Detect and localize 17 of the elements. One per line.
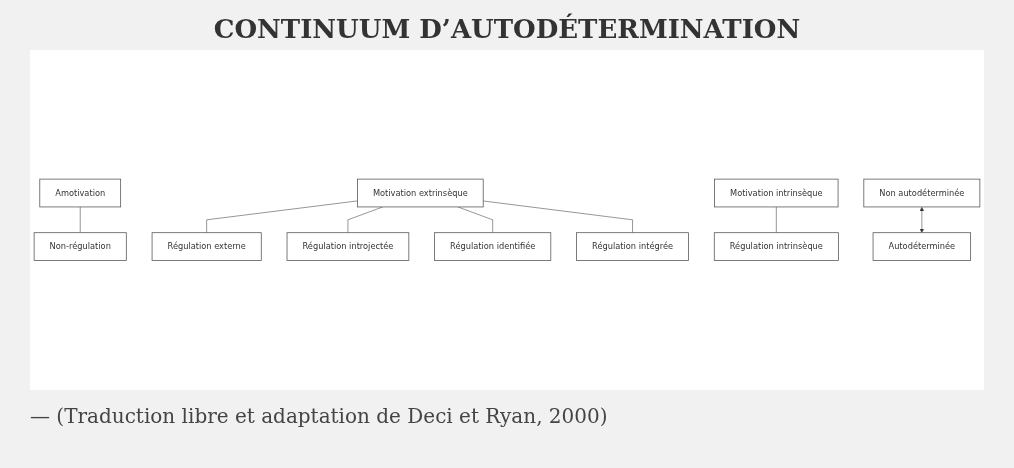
node-box: Motivation intrinsèque bbox=[714, 178, 839, 208]
node-box: Régulation introjectée bbox=[286, 232, 410, 262]
node-box: Régulation externe bbox=[151, 232, 262, 262]
node-box: Amotivation bbox=[39, 178, 122, 208]
node-box: Motivation extrinsèque bbox=[357, 178, 484, 208]
connector bbox=[776, 206, 777, 234]
caption: — (Traduction libre et adaptation de Deci et Ryan, 2000) bbox=[30, 404, 609, 428]
title: CONTINUUM D’AUTODÉTERMINATION bbox=[212, 14, 802, 44]
node-box: Autodéterminée bbox=[872, 232, 972, 262]
connector bbox=[482, 200, 633, 234]
connector bbox=[79, 206, 81, 234]
node-box: Régulation identifiée bbox=[434, 232, 552, 262]
node-box: Non-régulation bbox=[33, 232, 127, 262]
connector bbox=[206, 200, 358, 234]
node-box: Régulation intrinsèque bbox=[713, 232, 839, 262]
node-box: Régulation intégrée bbox=[576, 232, 689, 262]
node-box: Non autodéterminée bbox=[863, 178, 981, 208]
